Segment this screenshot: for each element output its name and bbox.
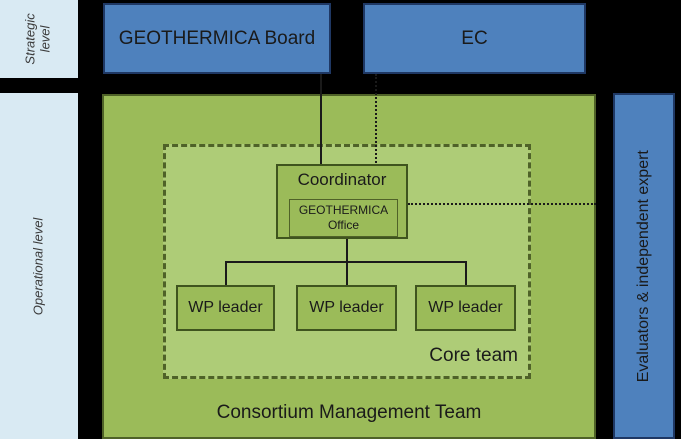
box-coordinator-label: Coordinator [297, 170, 387, 189]
box-geothermica-office-line2: Office [327, 218, 360, 232]
connector-bus-to-wp-leader-2 [346, 261, 348, 286]
box-wp-leader-1-label: WP leader [188, 298, 263, 316]
level-label-strategic-text: Strategic level [23, 13, 53, 65]
box-wp-leader-2-label: WP leader [309, 298, 384, 316]
box-evaluators-independent-expert-label: Evaluators & independent expert [634, 149, 652, 383]
level-label-operational: Operational level [0, 93, 78, 439]
box-wp-leader-3-label: WP leader [428, 298, 503, 316]
box-geothermica-board[interactable]: GEOTHERMICA Board [103, 3, 331, 74]
box-geothermica-board-label: GEOTHERMICA Board [118, 27, 316, 49]
box-wp-leader-2[interactable]: WP leader [296, 285, 397, 331]
connector-bus-to-wp-leader-3 [465, 261, 467, 286]
box-wp-leader-1[interactable]: WP leader [176, 285, 275, 331]
connector-coordinator-trunk [346, 238, 348, 262]
box-geothermica-office[interactable]: GEOTHERMICA Office [289, 199, 398, 237]
core-team-label: Core team [429, 345, 518, 366]
connector-coordinator-to-evaluators [408, 203, 596, 205]
level-label-strategic: Strategic level [0, 0, 78, 78]
box-ec-label: EC [461, 27, 488, 49]
box-coordinator[interactable]: Coordinator GEOTHERMICA Office [276, 164, 408, 239]
connector-bus-to-wp-leader-1 [225, 261, 227, 286]
connector-board-to-coordinator [320, 74, 322, 167]
box-geothermica-office-line1: GEOTHERMICA [298, 203, 389, 217]
connector-ec-to-coordinator [375, 74, 377, 167]
level-label-operational-text: Operational level [30, 217, 46, 315]
connector-wp-bus [225, 261, 466, 263]
box-ec[interactable]: EC [363, 3, 586, 74]
box-wp-leader-3[interactable]: WP leader [415, 285, 516, 331]
box-evaluators-independent-expert[interactable]: Evaluators & independent expert [613, 93, 675, 439]
consortium-management-team-label: Consortium Management Team [216, 402, 482, 423]
